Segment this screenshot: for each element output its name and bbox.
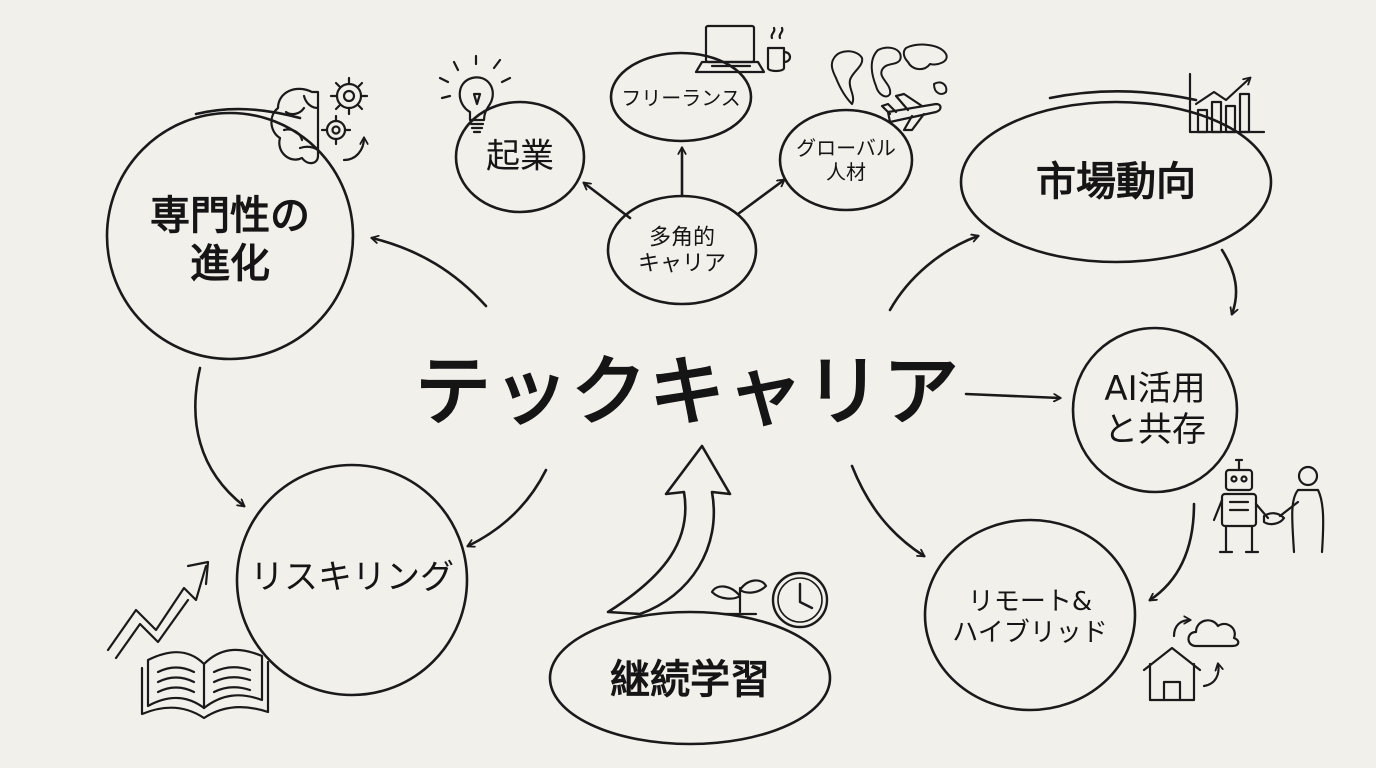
node-startup-label: 起業: [486, 136, 554, 177]
node-market-ellipse: [959, 100, 1273, 264]
arrow-multi-to-startup: [584, 183, 632, 220]
node-expertise-circle: [105, 111, 355, 361]
clock-icon: [771, 571, 829, 629]
world-map-icon: [830, 43, 948, 105]
node-market-stroke: [1048, 90, 1198, 102]
node-freelance-ellipse: [609, 51, 753, 143]
node-expertise-stroke: [194, 107, 302, 120]
arrow-expertise-to-reskilling: [194, 366, 244, 506]
node-expertise-label: 専門性の 進化: [150, 193, 310, 287]
node-remote-ellipse: [923, 518, 1137, 712]
house-icon: [1142, 646, 1218, 702]
arrow-central-to-ai: [964, 392, 1060, 398]
node-remote-label: リモート& ハイブリッド: [952, 586, 1108, 648]
node-reskilling-circle: [235, 463, 469, 697]
brain-gears-icon: [270, 76, 367, 165]
growth-arrow-icon: [106, 560, 210, 660]
node-multi-label: 多角的 キャリア: [637, 225, 727, 277]
coffee-cup-icon: [766, 26, 792, 73]
node-global-ellipse: [778, 108, 914, 212]
open-book-icon: [140, 648, 270, 720]
node-learning-label: 継続学習: [610, 657, 770, 703]
node-reskilling-label: リスキリング: [250, 557, 454, 598]
airplane-icon: [880, 92, 942, 132]
person-icon: [1278, 465, 1325, 554]
bar-chart-icon: [1188, 72, 1266, 134]
arrow-ai-to-remote: [1150, 502, 1196, 600]
sprout-icon: [710, 579, 768, 616]
handshake-icon: [1262, 512, 1286, 526]
arrow-central-to-expertise: [372, 238, 488, 308]
arrow-central-to-market: [888, 236, 978, 312]
arrow-central-to-reskilling: [468, 468, 548, 546]
arrow-learning-to-central: [606, 444, 732, 616]
cloud-icon: [1172, 620, 1240, 648]
arrow-market-to-ai: [1220, 248, 1236, 314]
arrow-multi-to-global: [736, 180, 784, 216]
central-node-label: テックキャリア: [415, 347, 961, 436]
node-ai-label: AI活用 と共存: [1104, 369, 1206, 450]
node-learning-ellipse: [548, 610, 832, 746]
node-ai-circle: [1071, 326, 1239, 494]
arrow-central-to-remote: [850, 464, 924, 556]
lightbulb-icon: [438, 54, 512, 134]
node-freelance-label: フリーランス: [621, 86, 741, 110]
laptop-icon: [694, 24, 766, 74]
robot-icon: [1212, 458, 1270, 554]
node-market-label: 市場動向: [1036, 159, 1196, 205]
node-startup-ellipse: [454, 100, 586, 214]
node-global-label: グローバル 人材: [796, 136, 896, 184]
